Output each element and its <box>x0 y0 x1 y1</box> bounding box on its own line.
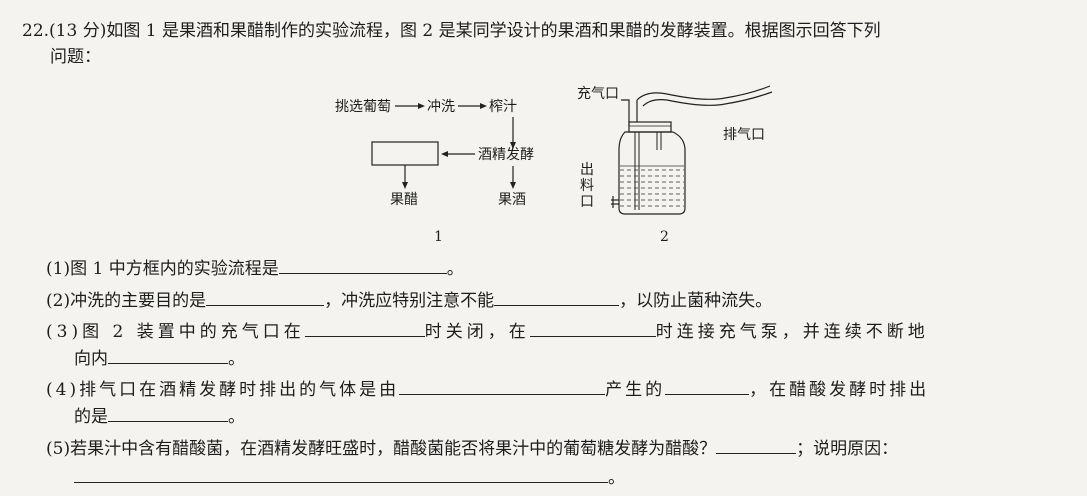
figure-2-caption: 2 <box>660 229 669 245</box>
answer-blank-4b[interactable] <box>665 378 750 395</box>
arrow-2-head <box>480 103 487 109</box>
step-alcohol-fermentation: 酒精发酵 <box>478 147 534 163</box>
outlet-tube <box>636 85 771 101</box>
step-select-grapes: 挑选葡萄 <box>335 99 391 115</box>
output-wine: 果酒 <box>498 192 526 207</box>
subquestion-5-cont: 。 <box>74 466 625 489</box>
answer-blank-2b[interactable] <box>494 289 620 306</box>
drain-label-3: 口 <box>580 194 594 210</box>
inlet-tube-top <box>621 99 630 106</box>
subquestion-4: (4)排气口在酒精发酵时排出的气体是由产生的，在醋酸发酵时排出 <box>46 378 930 400</box>
answer-blank-1[interactable] <box>278 257 447 274</box>
answer-blank-4a[interactable] <box>399 378 606 395</box>
answer-blank-2a[interactable] <box>206 289 325 306</box>
stopper <box>628 121 672 133</box>
subquestion-3-cont: 向内。 <box>74 347 245 369</box>
outlet-label: 排气口 <box>723 127 765 143</box>
answer-blank-3a[interactable] <box>304 320 425 337</box>
liquid-surface <box>620 165 684 207</box>
arrow-3-head <box>510 142 516 149</box>
fermentation-bottle <box>618 131 686 215</box>
figure-1-caption: 1 <box>434 229 443 245</box>
step-juice: 榨汁 <box>489 98 517 115</box>
subquestion-2: (2)冲洗的主要目的是，冲洗应特别注意不能，以防止菌种流失。 <box>46 289 773 311</box>
inlet-label: 充气口 <box>577 86 619 102</box>
subquestion-4-cont: 的是。 <box>74 405 245 427</box>
answer-blank-3c[interactable] <box>108 347 228 364</box>
output-vinegar: 果醋 <box>390 192 418 207</box>
subquestion-1: (1)图 1 中方框内的实验流程是。 <box>46 257 464 279</box>
drain-label-2: 料 <box>580 178 594 194</box>
question-stem-line2: 问题： <box>50 47 101 67</box>
question-stem-line1: 22.(13 分)如图 1 是果酒和果醋制作的实验流程，图 2 是某同学设计的果… <box>22 21 881 41</box>
arrow-5-head <box>402 182 408 189</box>
arrow-1-head <box>418 103 425 109</box>
subquestion-5: (5)若果汁中含有醋酸菌，在酒精发酵旺盛时，醋酸菌能否将果汁中的葡萄糖发酵为醋酸… <box>46 437 899 459</box>
figure-2-apparatus: 充气口 排气口 出 料 口 <box>577 85 773 215</box>
figure-1-flowchart: 挑选葡萄 冲洗 榨汁 酒精发酵 果醋 果酒 <box>335 98 534 207</box>
blank-process-box <box>371 141 439 166</box>
answer-blank-4c[interactable] <box>108 405 228 422</box>
arrow-4-head <box>441 151 448 157</box>
answer-blank-3b[interactable] <box>529 320 656 337</box>
arrow-6-head <box>510 182 516 189</box>
step-wash: 冲洗 <box>427 99 455 115</box>
drain-label-1: 出 <box>580 162 594 178</box>
answer-blank-5a[interactable] <box>716 437 797 454</box>
subquestion-3: (3)图 2 装置中的充气口在时关闭，在时连接充气泵，并连续不断地 <box>46 320 929 342</box>
answer-blank-5b[interactable] <box>74 466 608 483</box>
